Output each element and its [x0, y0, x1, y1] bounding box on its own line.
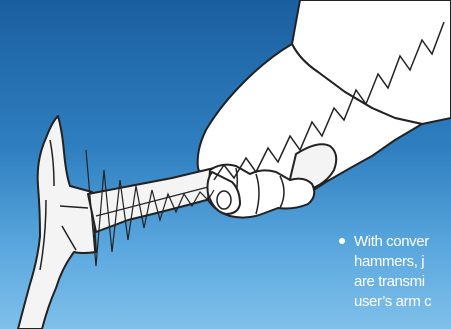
bullet-dot-icon	[339, 238, 345, 244]
hammer-head	[18, 116, 96, 329]
caption-line-1: With conver	[333, 232, 451, 252]
caption-line-3: are transmi	[333, 272, 451, 292]
caption-text: With conver hammers, j are transmi user’…	[333, 232, 451, 312]
caption-line-2: hammers, j	[333, 252, 451, 272]
caption-line-4: user’s arm c	[333, 292, 451, 312]
thumb-nail	[217, 191, 231, 209]
